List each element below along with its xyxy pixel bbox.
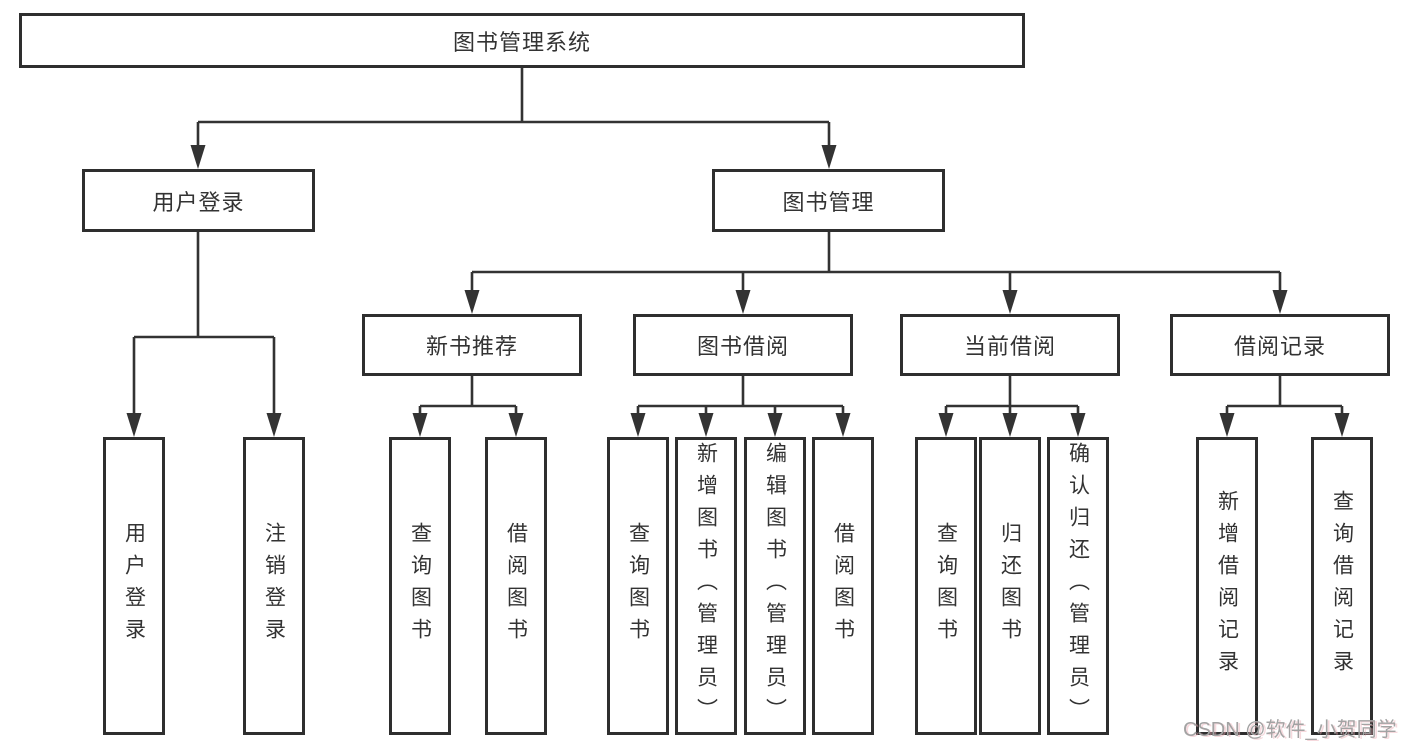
node-label: 新书推荐 [425,334,518,359]
leaf-confirm-return-admin: 确认归还（管理员） [1047,437,1109,735]
node-current-borrow: 当前借阅 [900,314,1120,376]
arrowhead-icon [1002,290,1018,314]
node-label: 图书管理 [782,189,875,215]
arrowhead-icon [508,413,524,437]
arrowhead-icon [126,413,142,437]
leaf-label: 归还图书 [998,522,1022,650]
leaf-query-books-borrow: 查询图书 [607,437,669,735]
node-label: 当前借阅 [963,334,1056,359]
leaf-return-books: 归还图书 [979,437,1041,735]
node-user-login: 用户登录 [82,169,315,232]
leaf-logout: 注销登录 [243,437,305,735]
leaf-borrow-books: 借阅图书 [812,437,874,735]
arrowhead-icon [1070,413,1086,437]
leaf-label: 用户登录 [122,522,146,650]
leaf-add-borrow-record: 新增借阅记录 [1196,437,1258,735]
arrowhead-icon [190,145,206,169]
node-label: 借阅记录 [1233,334,1326,359]
node-label: 图书借阅 [696,334,789,359]
arrowhead-icon [412,413,428,437]
node-label: 用户登录 [152,189,245,215]
arrowheads [126,145,1350,437]
arrowhead-icon [767,413,783,437]
leaf-label: 查询图书 [408,522,432,650]
arrowhead-icon [821,145,837,169]
arrowhead-icon [630,413,646,437]
leaf-borrow-books-recommend: 借阅图书 [485,437,547,735]
arrowhead-icon [464,290,480,314]
arrowhead-icon [1334,413,1350,437]
arrowhead-icon [698,413,714,437]
arrowhead-icon [835,413,851,437]
leaf-label: 新增借阅记录 [1215,490,1239,682]
leaf-query-borrow-record: 查询借阅记录 [1311,437,1373,735]
leaf-user-login: 用户登录 [103,437,165,735]
leaf-query-books-current: 查询图书 [915,437,977,735]
leaf-label: 借阅图书 [831,522,855,650]
leaf-label: 新增图书（管理员） [694,442,718,730]
leaf-label: 编辑图书（管理员） [763,442,787,730]
node-borrow-records: 借阅记录 [1170,314,1390,376]
leaf-add-book-admin: 新增图书（管理员） [675,437,737,735]
leaf-label: 注销登录 [262,522,286,650]
leaf-label: 借阅图书 [504,522,528,650]
node-root: 图书管理系统 [19,13,1025,68]
arrowhead-icon [266,413,282,437]
node-new-book-recommend: 新书推荐 [362,314,582,376]
leaf-label: 查询图书 [626,522,650,650]
arrowhead-icon [1272,290,1288,314]
leaf-label: 确认归还（管理员） [1066,442,1090,730]
leaf-query-books-recommend: 查询图书 [389,437,451,735]
arrowhead-icon [1219,413,1235,437]
connector-path [132,68,1344,414]
leaf-edit-book-admin: 编辑图书（管理员） [744,437,806,735]
node-book-management: 图书管理 [712,169,945,232]
node-book-borrow: 图书借阅 [633,314,853,376]
watermark: CSDN @软件_小贺同学 [1183,719,1397,741]
leaf-label: 查询借阅记录 [1330,490,1354,682]
arrowhead-icon [735,290,751,314]
arrowhead-icon [1002,413,1018,437]
arrowhead-icon [938,413,954,437]
leaf-label: 查询图书 [934,522,958,650]
node-root-label: 图书管理系统 [452,29,591,55]
